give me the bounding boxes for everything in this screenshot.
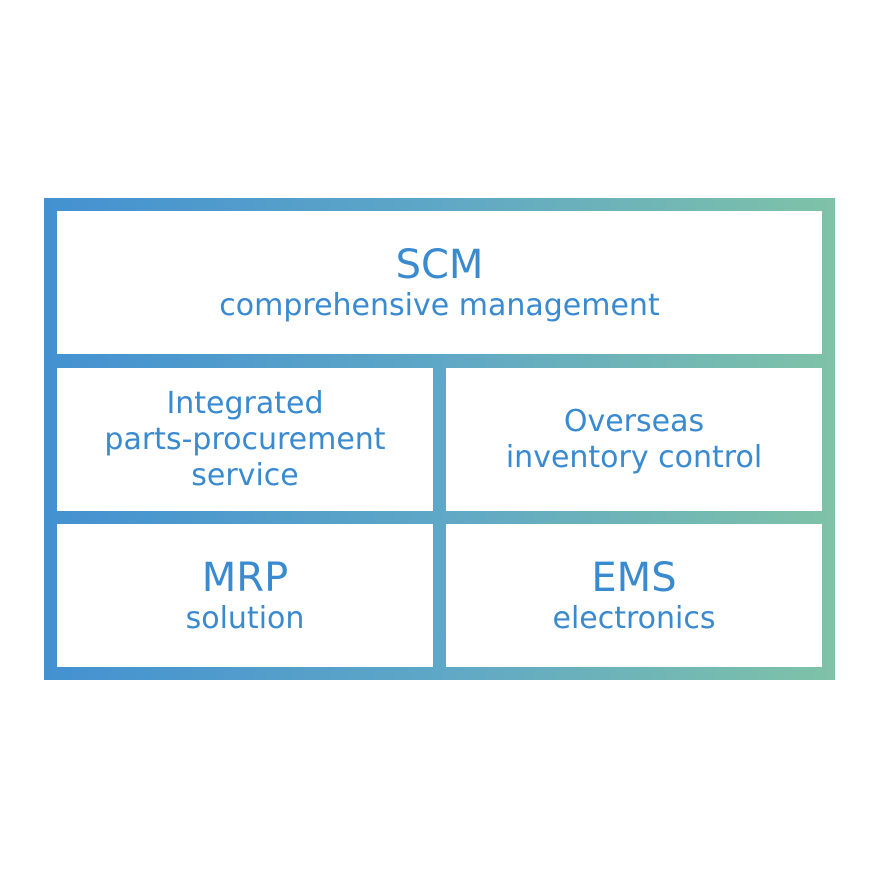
parts-procurement-line-3: service	[191, 457, 299, 493]
parts-procurement-box: Integrated parts-procurement service	[57, 368, 433, 511]
overseas-inventory-line-2: inventory control	[505, 439, 763, 475]
parts-procurement-line-1: Integrated	[166, 385, 324, 421]
mrp-box: MRP solution	[57, 524, 433, 667]
mrp-title: MRP	[201, 554, 289, 601]
service-diagram-frame: SCM comprehensive management Integrated …	[44, 198, 835, 680]
ems-box: EMS electronics	[446, 524, 822, 667]
mrp-subtitle: solution	[185, 600, 305, 636]
overseas-inventory-line-1: Overseas	[563, 403, 705, 439]
parts-procurement-line-2: parts-procurement	[104, 421, 386, 457]
ems-title: EMS	[591, 554, 677, 601]
scm-box: SCM comprehensive management	[57, 211, 822, 354]
ems-subtitle: electronics	[552, 600, 716, 636]
overseas-inventory-box: Overseas inventory control	[446, 368, 822, 511]
scm-title: SCM	[395, 241, 484, 288]
scm-subtitle: comprehensive management	[219, 287, 660, 323]
